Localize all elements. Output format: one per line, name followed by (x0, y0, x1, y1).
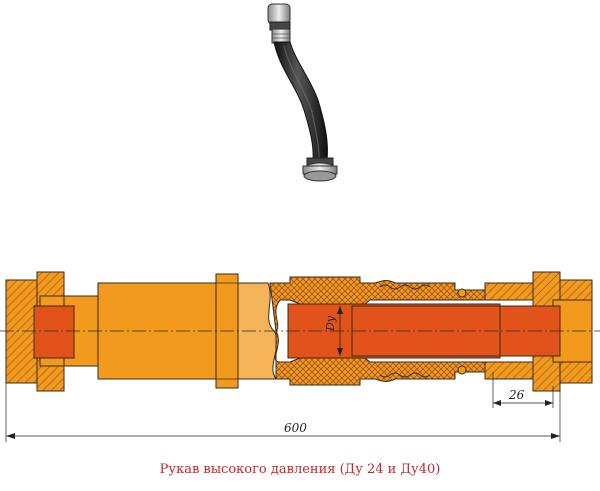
figure-caption: Рукав высокого давления (Ду 24 и Ду40) (159, 462, 441, 477)
fitting-length-label: 26 (508, 388, 525, 402)
lower-fitting (302, 157, 338, 182)
left-nut (5, 271, 99, 392)
dimension-600: 600 (5, 383, 561, 442)
bore-label: Dу (324, 315, 337, 332)
sectional-view: Dу (0, 271, 600, 392)
hose-body (273, 41, 328, 161)
hose-3d-view (267, 3, 338, 182)
upper-fitting (267, 3, 291, 44)
overall-length-label: 600 (284, 421, 307, 435)
right-coupling (484, 271, 593, 392)
bore-dimension: Dу (324, 306, 343, 356)
dimension-26: 26 (492, 372, 554, 408)
